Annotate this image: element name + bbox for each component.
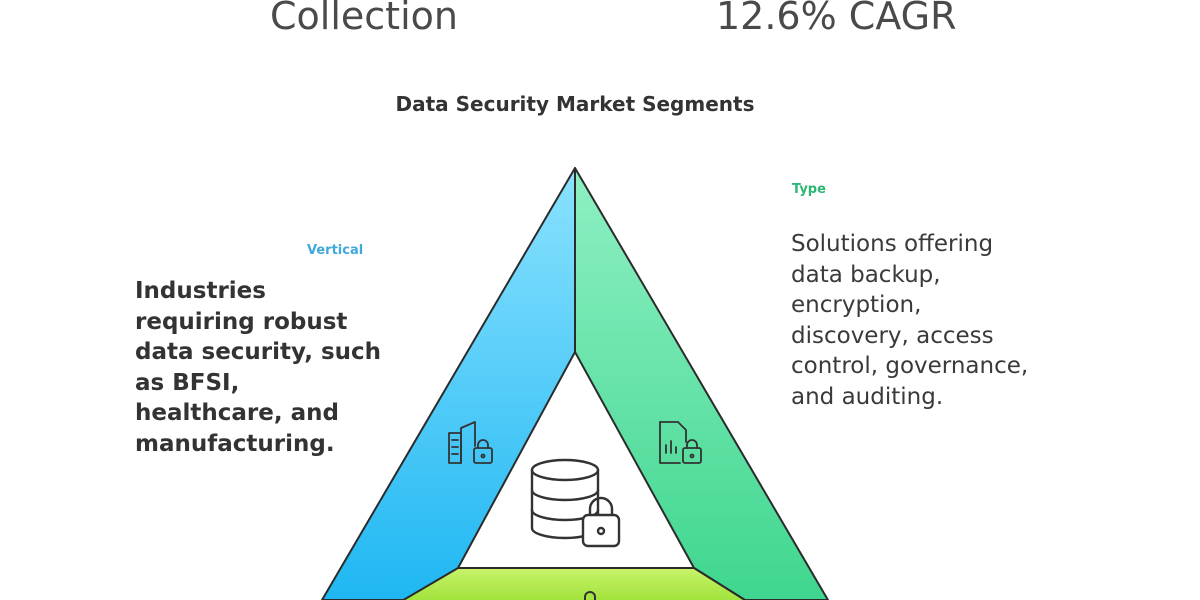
segment-type-label: Type	[792, 182, 826, 197]
segment-bottom-shape	[401, 567, 747, 600]
document-chart-lock-icon	[659, 421, 702, 464]
building-lock-icon	[448, 421, 493, 464]
segment-type-description: Solutions offering data backup, encrypti…	[791, 231, 1029, 410]
segment-vertical-description: Industries requiring robust data securit…	[135, 278, 382, 457]
segment-vertical-label: Vertical	[307, 243, 364, 258]
header-cagr-text: 12.6% CAGR	[716, 0, 957, 38]
header-left-text: Collection	[270, 0, 458, 38]
diagram-title: Data Security Market Segments	[395, 92, 755, 116]
bottom-lock-icon	[584, 591, 596, 600]
database-lock-icon	[530, 458, 621, 548]
